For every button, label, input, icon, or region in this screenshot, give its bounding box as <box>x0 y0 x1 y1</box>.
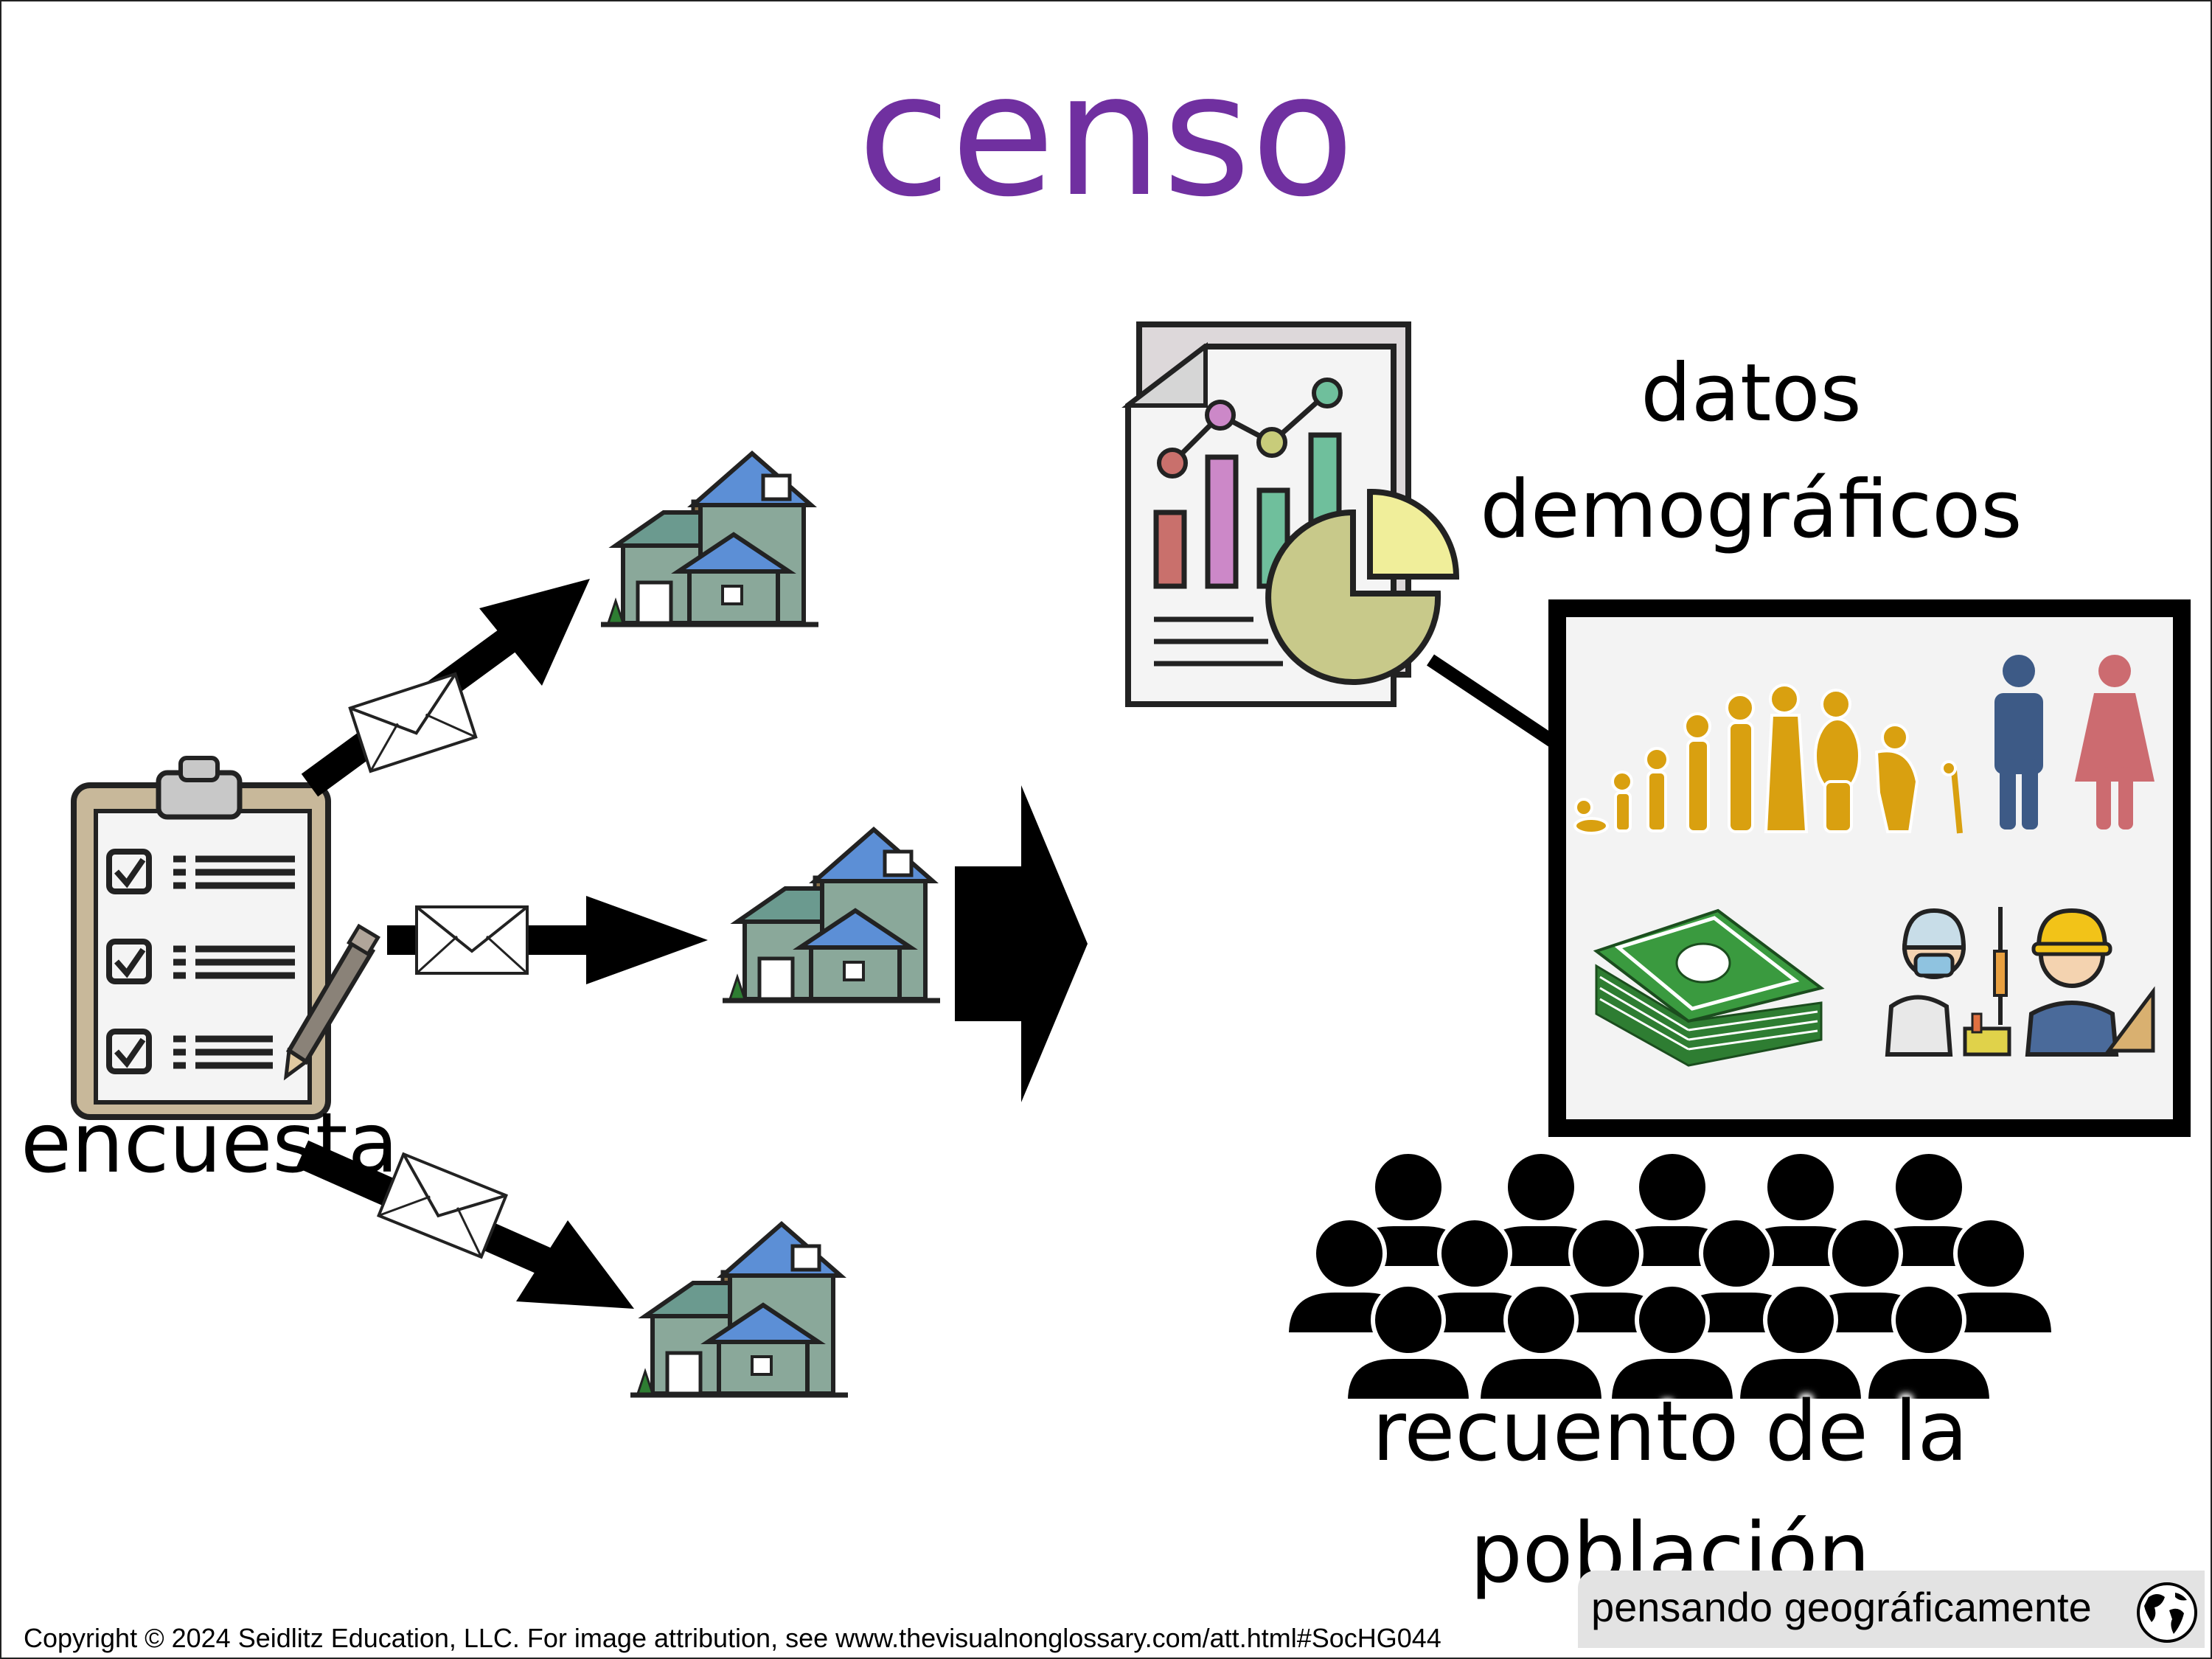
pie-chart-icon <box>1265 488 1460 685</box>
brand-badge: pensando geográficamente <box>1578 1571 2205 1648</box>
globe-icon <box>2137 1582 2197 1643</box>
envelope-icon-upper <box>348 672 478 773</box>
brand-text: pensando geográficamente <box>1591 1584 2092 1630</box>
report-chart-icon <box>1121 321 1411 707</box>
pencil-icon <box>283 923 380 1081</box>
crowd-icon <box>1287 1152 2053 1401</box>
page-title: censo <box>857 38 1355 234</box>
scientist-icon <box>1885 907 2011 1057</box>
woman-icon <box>2075 655 2154 830</box>
house-icon-upper <box>601 453 818 625</box>
demographics-label: datos demográficos <box>1480 347 2023 556</box>
survey-label: encuesta <box>21 1096 399 1192</box>
age-progression-icon <box>1573 684 1963 835</box>
man-icon <box>1994 655 2043 830</box>
connector-line <box>1427 654 1567 754</box>
house-icon-lower <box>630 1224 848 1395</box>
big-arrow-icon <box>955 785 1088 1102</box>
population-count-label: recuento de la población <box>1371 1384 1969 1601</box>
envelope-icon-middle <box>415 905 529 975</box>
clipboard-checklist-icon <box>71 756 331 1120</box>
house-icon-middle <box>723 830 940 1001</box>
money-stack-icon <box>1593 908 1825 1067</box>
copyright-text: Copyright © 2024 Seidlitz Education, LLC… <box>24 1623 1441 1653</box>
engineer-icon <box>2025 908 2155 1057</box>
